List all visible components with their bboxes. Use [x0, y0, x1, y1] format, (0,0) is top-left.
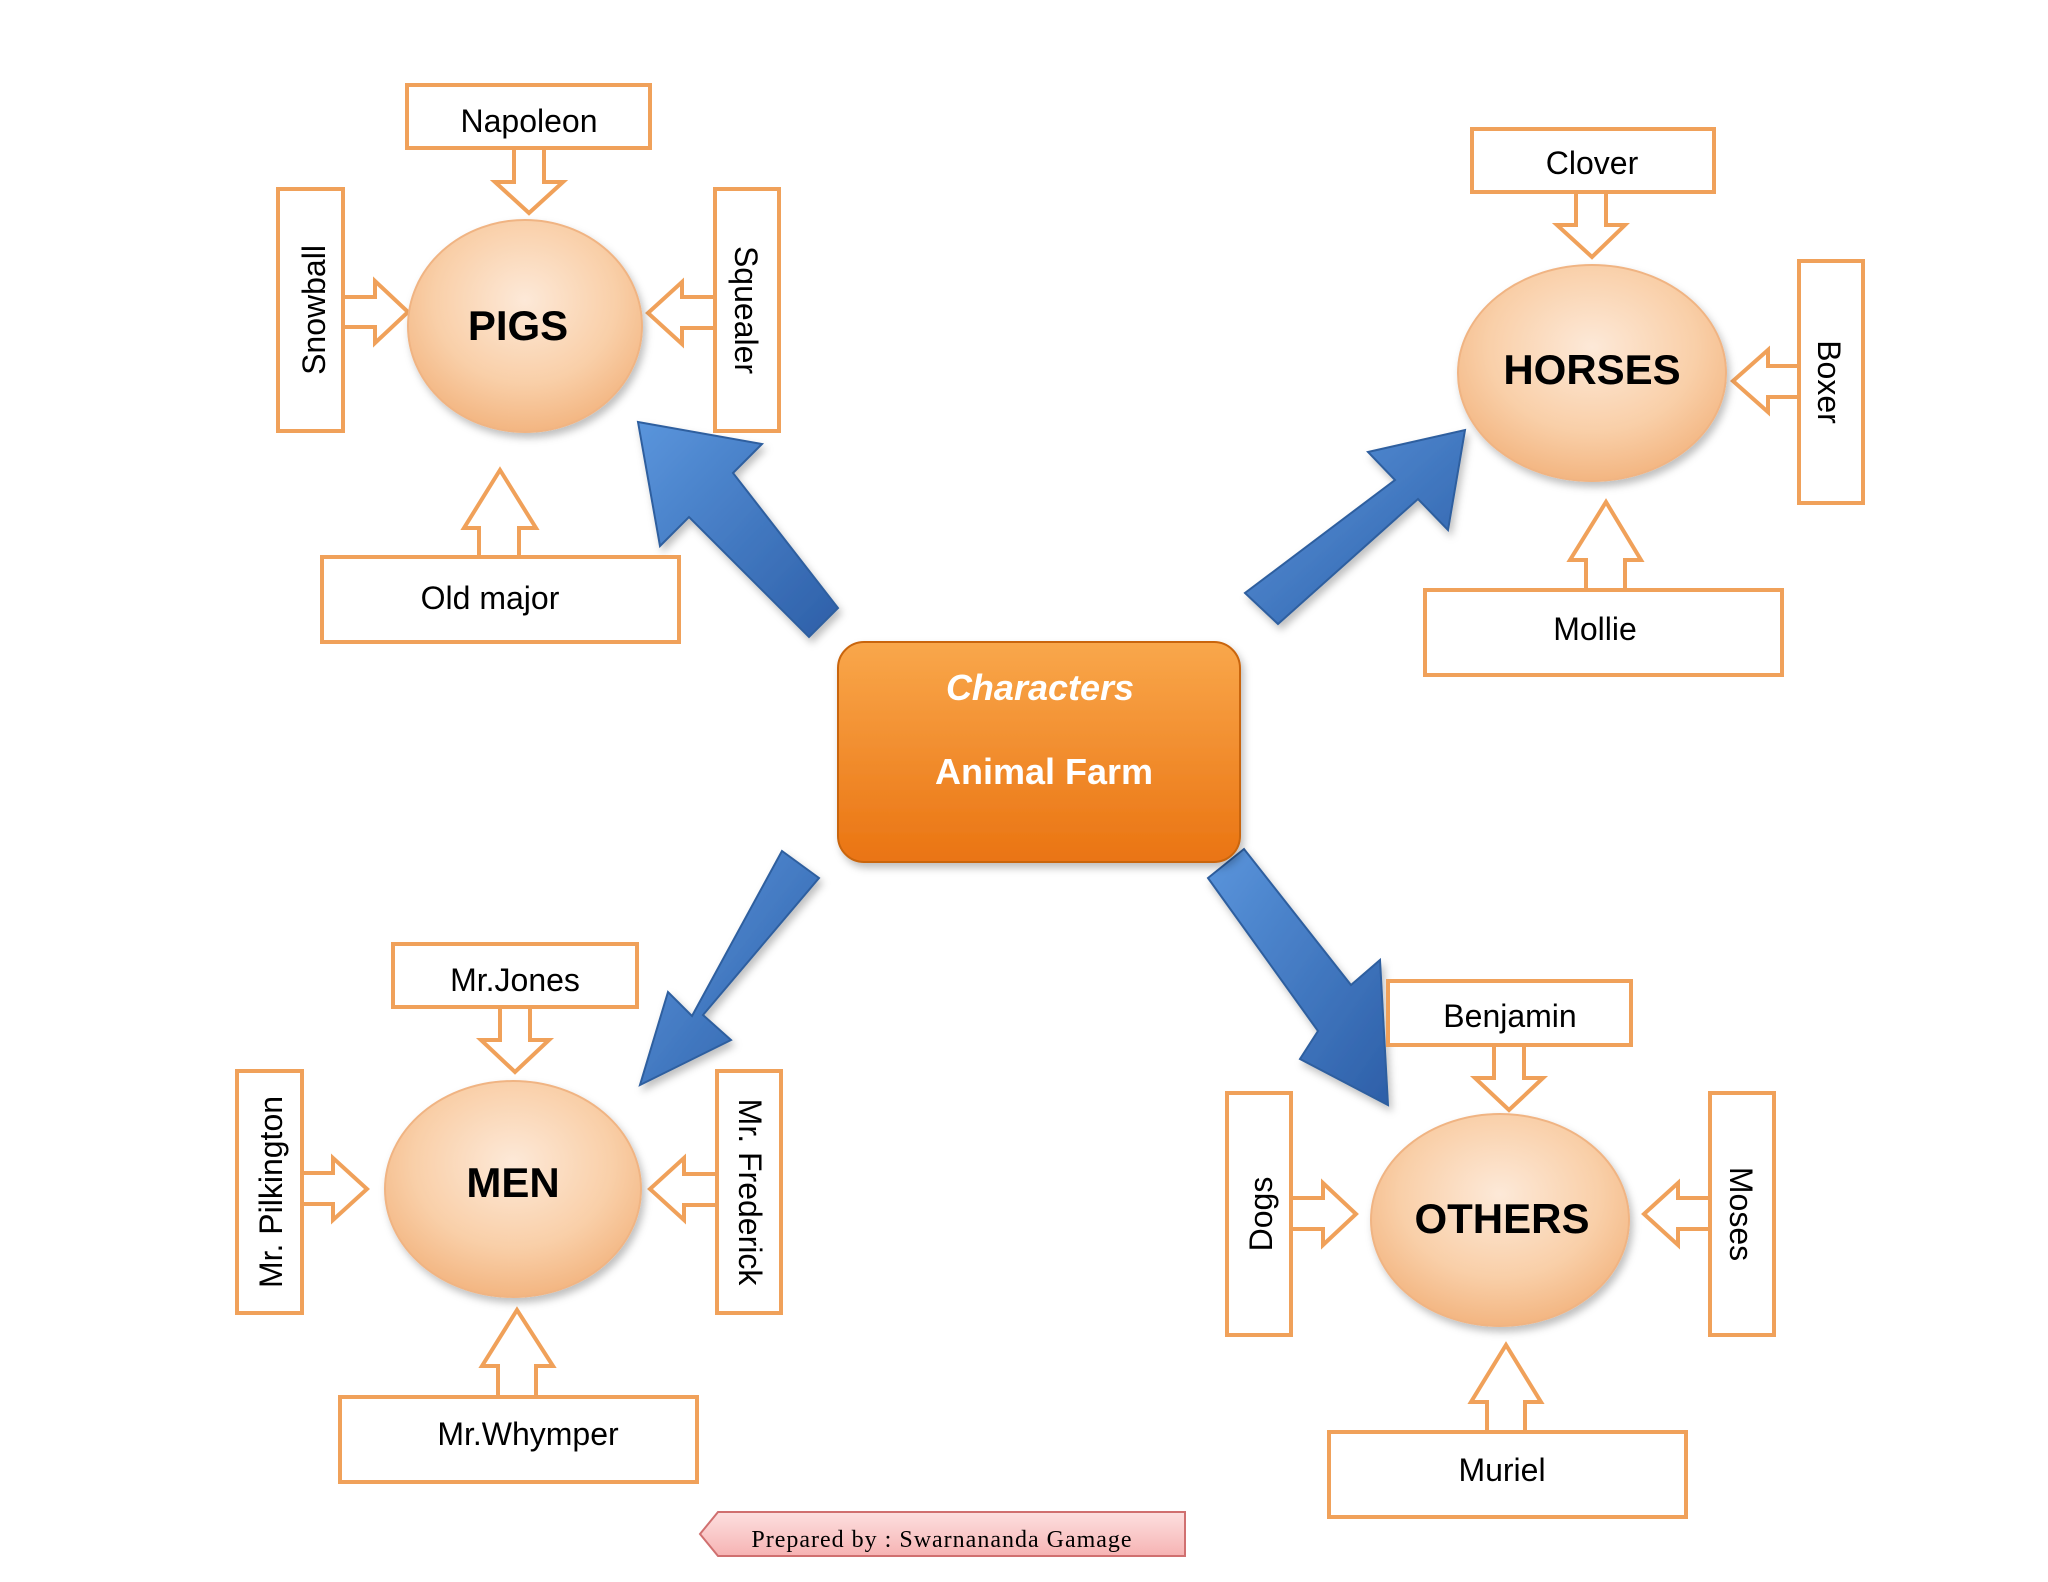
men-top-arrow: [475, 1005, 555, 1075]
others-right-label: Moses: [1723, 1167, 1759, 1261]
men-left-label: Mr. Pilkington: [253, 1096, 289, 1288]
pigs-ellipse: [407, 219, 643, 433]
men-bottom-label: Mr.Whymper: [437, 1416, 619, 1452]
pigs-top-arrow: [489, 146, 569, 216]
credit-banner: Prepared by : Swarnananda Gamage: [698, 1511, 1186, 1557]
others-top-arrow: [1469, 1043, 1549, 1113]
group-horses: Clover Boxer Mollie HORSES: [1423, 127, 1865, 677]
pigs-right-label: Squealer: [728, 246, 764, 374]
others-top-label: Benjamin: [1443, 998, 1576, 1034]
pigs-left-box: [276, 187, 345, 433]
connector-arrow-men: [638, 849, 821, 1087]
connector-arrow-others: [1206, 847, 1390, 1107]
others-left-arrow: [1289, 1178, 1359, 1250]
horses-bottom-arrow: [1566, 498, 1645, 592]
others-bottom-label: Muriel: [1458, 1452, 1545, 1488]
center-title: Characters: [946, 667, 1134, 708]
others-right-box: [1708, 1091, 1776, 1337]
pigs-right-box: [713, 187, 781, 433]
men-label: MEN: [466, 1159, 559, 1206]
horses-right-label: Boxer: [1811, 340, 1847, 424]
horses-top-box: [1470, 127, 1716, 194]
pigs-top-label: Napoleon: [461, 103, 598, 139]
men-ellipse: [384, 1080, 642, 1298]
men-right-arrow: [647, 1153, 719, 1225]
others-left-box: [1225, 1091, 1293, 1337]
connector-arrow-pigs: [636, 420, 840, 639]
pigs-bottom-label: Old major: [421, 580, 560, 616]
others-top-box: [1386, 979, 1633, 1047]
center-subtitle: Animal Farm: [935, 751, 1153, 792]
center-box: [837, 641, 1241, 863]
men-bottom-arrow: [478, 1306, 557, 1399]
pigs-right-arrow: [645, 277, 717, 349]
others-label: OTHERS: [1414, 1195, 1589, 1242]
men-right-label: Mr. Frederick: [732, 1099, 768, 1287]
pigs-bottom-box: [320, 555, 681, 644]
group-others: Benjamin Dogs Moses Muriel OTHERS: [1225, 979, 1776, 1519]
connector-arrow-horses: [1243, 428, 1467, 626]
horses-right-arrow: [1729, 345, 1801, 417]
others-bottom-box: [1327, 1430, 1688, 1519]
pigs-bottom-arrow: [460, 466, 540, 559]
credit-banner-shape: [698, 1511, 1186, 1557]
horses-top-label: Clover: [1546, 145, 1639, 181]
horses-ellipse: [1457, 264, 1727, 482]
horses-top-arrow: [1551, 190, 1630, 260]
group-pigs: Napoleon Snowball Squealer Old major PIG…: [276, 83, 781, 644]
others-left-label: Dogs: [1243, 1177, 1279, 1252]
pigs-left-arrow: [341, 276, 411, 348]
horses-label: HORSES: [1503, 346, 1680, 393]
pigs-label: PIGS: [468, 302, 568, 349]
group-men: Mr.Jones Mr. Pilkington Mr. Frederick Mr…: [235, 942, 783, 1484]
credit-text: Prepared by : Swarnananda Gamage: [751, 1527, 1132, 1553]
men-top-label: Mr.Jones: [450, 962, 580, 998]
center-node: Characters Animal Farm: [837, 641, 1241, 863]
others-bottom-arrow: [1467, 1341, 1545, 1434]
horses-bottom-label: Mollie: [1553, 611, 1637, 647]
horses-bottom-box: [1423, 588, 1784, 677]
men-left-arrow: [300, 1153, 370, 1225]
others-ellipse: [1370, 1113, 1630, 1327]
others-right-arrow: [1641, 1178, 1712, 1250]
men-top-box: [391, 942, 639, 1009]
pigs-left-label: Snowball: [296, 245, 332, 375]
